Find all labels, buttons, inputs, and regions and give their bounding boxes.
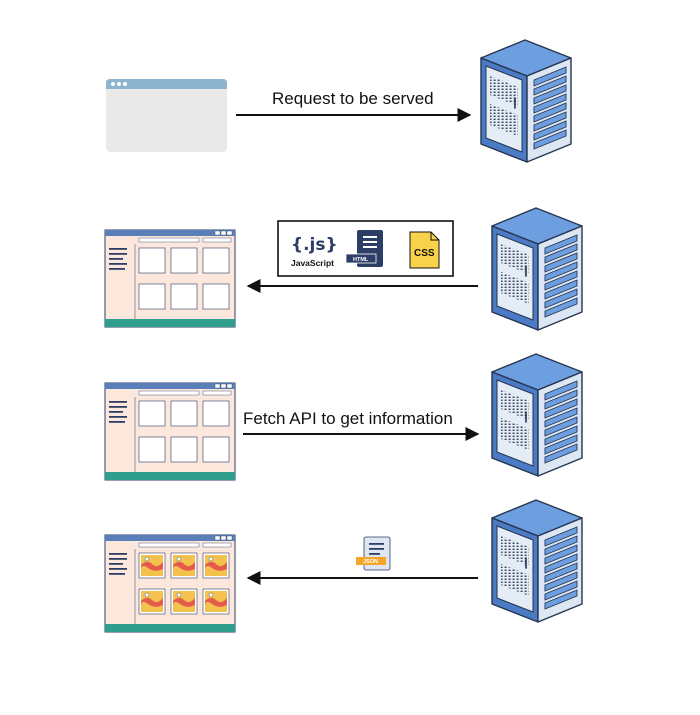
server-rack-3 — [491, 353, 583, 477]
server-rack-1 — [480, 39, 572, 163]
json-file-icon: JSON — [356, 536, 391, 571]
app-window-filled — [104, 534, 236, 633]
step-1-label: Request to be served — [272, 89, 434, 108]
app-window-blank-2 — [104, 382, 236, 481]
step-3-label: Fetch API to get information — [243, 409, 453, 428]
svg-text:HTML: HTML — [353, 257, 369, 263]
server-rack-4 — [491, 499, 583, 623]
css-file-icon: CSS — [409, 231, 440, 269]
svg-text:JSON: JSON — [363, 559, 378, 565]
javascript-file-icon: {.js} — [291, 235, 338, 255]
server-rack-2 — [491, 207, 583, 331]
browser-window — [106, 79, 227, 152]
svg-text:CSS: CSS — [414, 248, 435, 259]
html-file-icon: HTML — [345, 230, 383, 267]
javascript-file-name: JavaScript — [291, 258, 334, 268]
file-bundle-box: {.js} JavaScript HTML CSS — [277, 220, 454, 277]
app-window-blank-1 — [104, 229, 236, 328]
